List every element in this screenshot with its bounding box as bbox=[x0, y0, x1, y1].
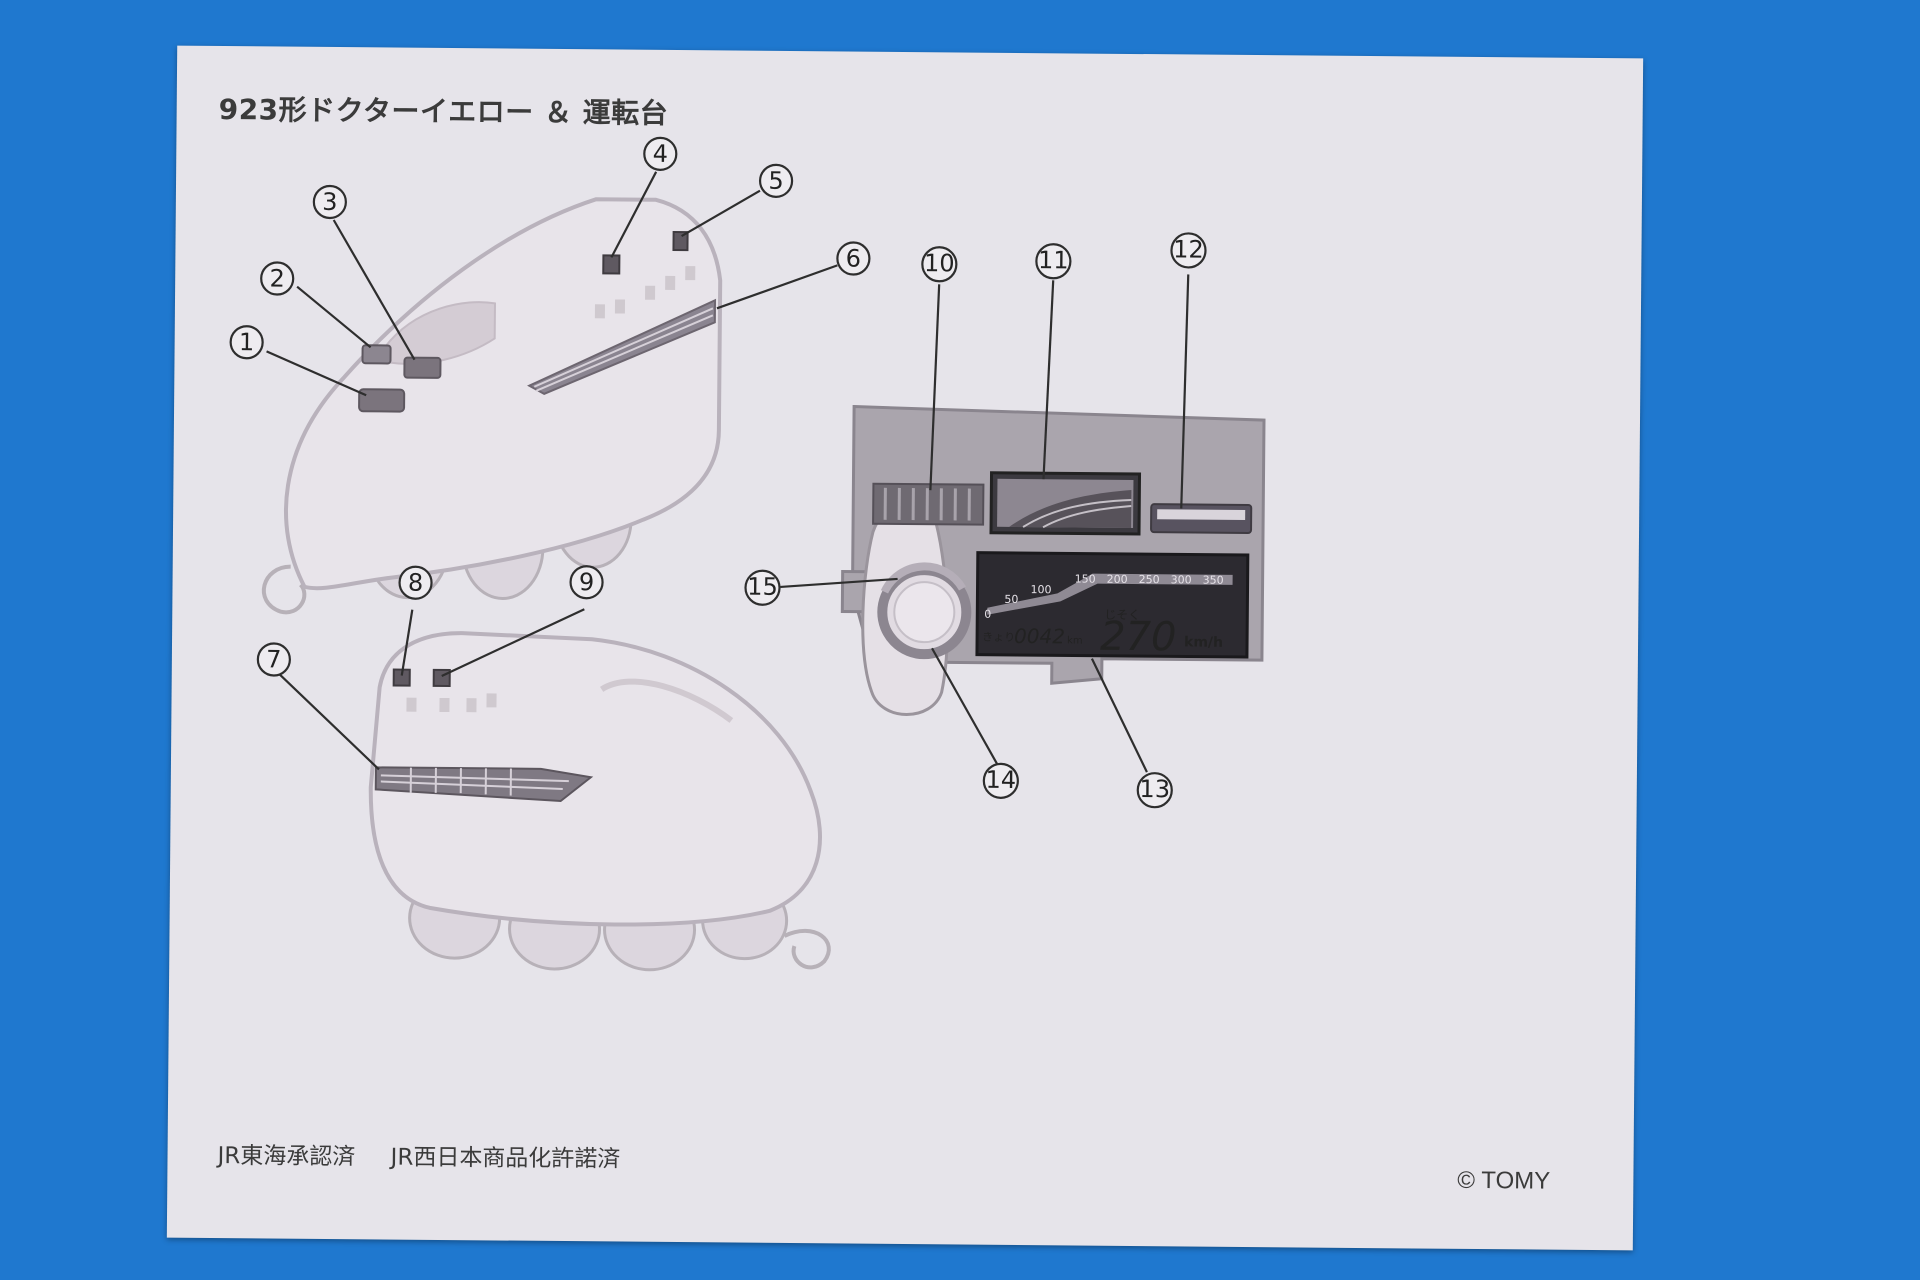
svg-text:14: 14 bbox=[985, 766, 1016, 794]
svg-text:6: 6 bbox=[846, 244, 862, 272]
callout-10: 10 bbox=[921, 246, 958, 283]
svg-text:7: 7 bbox=[266, 645, 282, 673]
callout-9: 9 bbox=[569, 565, 604, 600]
speed-display: 0 50 100 150 200 250 300 350 きょり 0042 km… bbox=[975, 551, 1250, 661]
svg-text:1: 1 bbox=[239, 328, 255, 356]
speed-value: 270 bbox=[1100, 614, 1177, 661]
plarail-plate bbox=[1150, 503, 1253, 534]
svg-text:100: 100 bbox=[1030, 583, 1051, 596]
callout-2: 2 bbox=[260, 261, 295, 296]
callout-14: 14 bbox=[982, 762, 1019, 799]
svg-text:9: 9 bbox=[579, 568, 595, 596]
callout-11: 11 bbox=[1035, 243, 1072, 280]
svg-text:2: 2 bbox=[269, 264, 285, 292]
svg-text:350: 350 bbox=[1203, 574, 1224, 587]
speed-unit: km/h bbox=[1184, 634, 1223, 650]
vent-block bbox=[872, 482, 985, 526]
svg-text:8: 8 bbox=[408, 569, 424, 597]
callout-6: 6 bbox=[836, 241, 871, 276]
distance-label: きょり bbox=[982, 631, 1015, 644]
instruction-sheet: 923形ドクターイエロー ＆ 運転台 bbox=[166, 45, 1644, 1251]
svg-text:12: 12 bbox=[1173, 235, 1204, 263]
copyright: © TOMY bbox=[1457, 1166, 1551, 1195]
callout-4: 4 bbox=[643, 136, 678, 171]
callout-13: 13 bbox=[1136, 772, 1173, 809]
driver-panel: 0 50 100 150 200 250 300 350 きょり 0042 km… bbox=[840, 404, 1266, 716]
callout-5: 5 bbox=[758, 163, 794, 198]
callout-lines bbox=[266, 171, 1190, 773]
svg-text:150: 150 bbox=[1075, 572, 1096, 585]
speed-label: じそく bbox=[1104, 608, 1140, 622]
svg-text:300: 300 bbox=[1171, 573, 1192, 586]
callout-8: 8 bbox=[398, 565, 433, 600]
speed-ticks: 0 50 100 150 200 250 300 350 bbox=[984, 572, 1224, 621]
callout-15: 15 bbox=[744, 569, 781, 606]
svg-text:13: 13 bbox=[1139, 775, 1170, 803]
callout-12: 12 bbox=[1170, 232, 1207, 269]
svg-text:15: 15 bbox=[747, 573, 778, 601]
svg-text:11: 11 bbox=[1038, 246, 1069, 274]
lower-train bbox=[368, 631, 831, 972]
callout-3: 3 bbox=[312, 184, 347, 220]
jr-central-approval: JR東海承認済 bbox=[217, 1143, 356, 1171]
diagram: 0 50 100 150 200 250 300 350 きょり 0042 km… bbox=[229, 136, 1266, 972]
distance-unit: km bbox=[1067, 635, 1083, 646]
svg-text:3: 3 bbox=[322, 188, 338, 216]
svg-text:4: 4 bbox=[653, 140, 669, 168]
callout-markers: 1 2 3 4 5 6 7 8 9 10 11 12 13 14 15 bbox=[229, 136, 1207, 809]
svg-text:250: 250 bbox=[1139, 573, 1160, 586]
callout-7: 7 bbox=[256, 642, 291, 677]
distance-value: 0042 bbox=[1014, 624, 1065, 648]
svg-text:10: 10 bbox=[924, 249, 955, 277]
jr-west-license: JR西日本商品化許諾済 bbox=[390, 1144, 621, 1173]
approval-notes: JR東海承認済 JR西日本商品化許諾済 bbox=[217, 1136, 648, 1174]
track-screen bbox=[989, 471, 1142, 536]
upper-train bbox=[261, 197, 723, 615]
callout-1: 1 bbox=[229, 325, 264, 360]
svg-text:50: 50 bbox=[1004, 593, 1018, 606]
control-dial bbox=[877, 562, 972, 660]
svg-text:0: 0 bbox=[984, 608, 991, 621]
svg-text:5: 5 bbox=[768, 167, 784, 195]
svg-text:200: 200 bbox=[1107, 573, 1128, 586]
